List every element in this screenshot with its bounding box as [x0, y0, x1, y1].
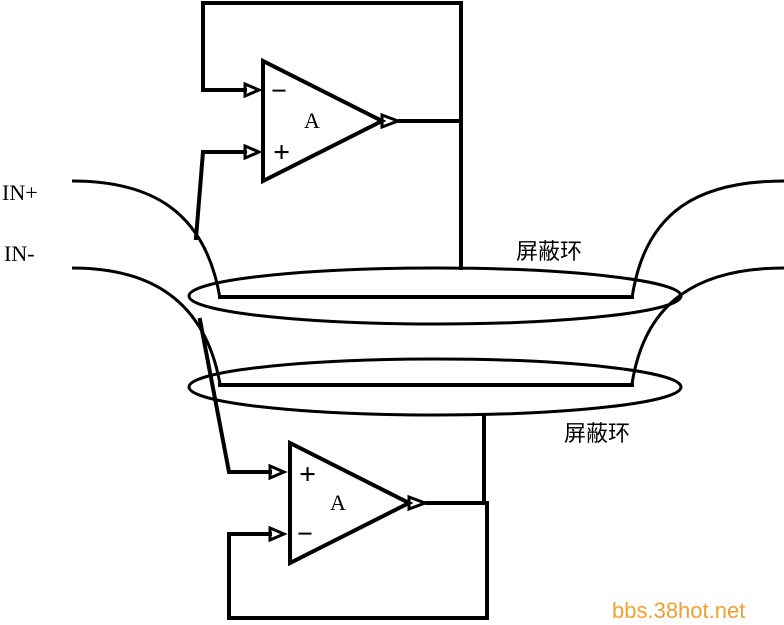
input-curves — [71, 179, 784, 385]
top-amplifier: − + A — [243, 57, 403, 185]
in-minus-label: IN- — [4, 241, 35, 266]
bottom-plus-input-wire — [197, 317, 272, 474]
bottom-amp-label: A — [330, 490, 346, 515]
top-feedback-wire — [201, 1, 463, 123]
in-minus-left-curve — [71, 266, 222, 385]
bottom-amp-wiring — [197, 317, 489, 620]
top-amp-wiring — [193, 1, 463, 270]
lower-shield-ring — [187, 357, 683, 417]
top-amp-minus-sign: − — [271, 76, 287, 107]
bottom-amplifier: + − A — [268, 439, 430, 567]
top-amp-label: A — [304, 108, 320, 133]
in-plus-left-curve — [71, 179, 222, 299]
bottom-amp-output-arrow — [407, 494, 430, 512]
watermark-text: bbs.38hot.net — [612, 598, 745, 623]
in-plus-right-curve — [630, 179, 784, 299]
shield-ring-label-top: 屏蔽环 — [516, 240, 582, 265]
bottom-amp-minus-arrow — [268, 525, 288, 543]
top-amp-triangle — [261, 57, 387, 185]
upper-shield-ring — [187, 266, 683, 326]
in-minus-right-curve — [630, 266, 784, 385]
bottom-amp-plus-sign: + — [299, 458, 316, 491]
shield-ring-label-bottom: 屏蔽环 — [564, 422, 630, 447]
shield-rings — [187, 266, 683, 417]
bottom-amp-minus-sign: − — [297, 519, 313, 550]
top-amp-plus-arrow — [243, 143, 263, 161]
top-amp-output-arrow — [380, 112, 403, 130]
top-plus-input-wire — [193, 150, 247, 241]
top-amp-minus-arrow — [243, 81, 263, 99]
in-plus-label: IN+ — [2, 180, 38, 205]
bottom-feedback-wire — [227, 501, 489, 620]
top-amp-plus-sign: + — [273, 136, 290, 169]
bottom-amp-triangle — [288, 439, 414, 567]
bottom-amp-plus-arrow — [268, 463, 288, 481]
